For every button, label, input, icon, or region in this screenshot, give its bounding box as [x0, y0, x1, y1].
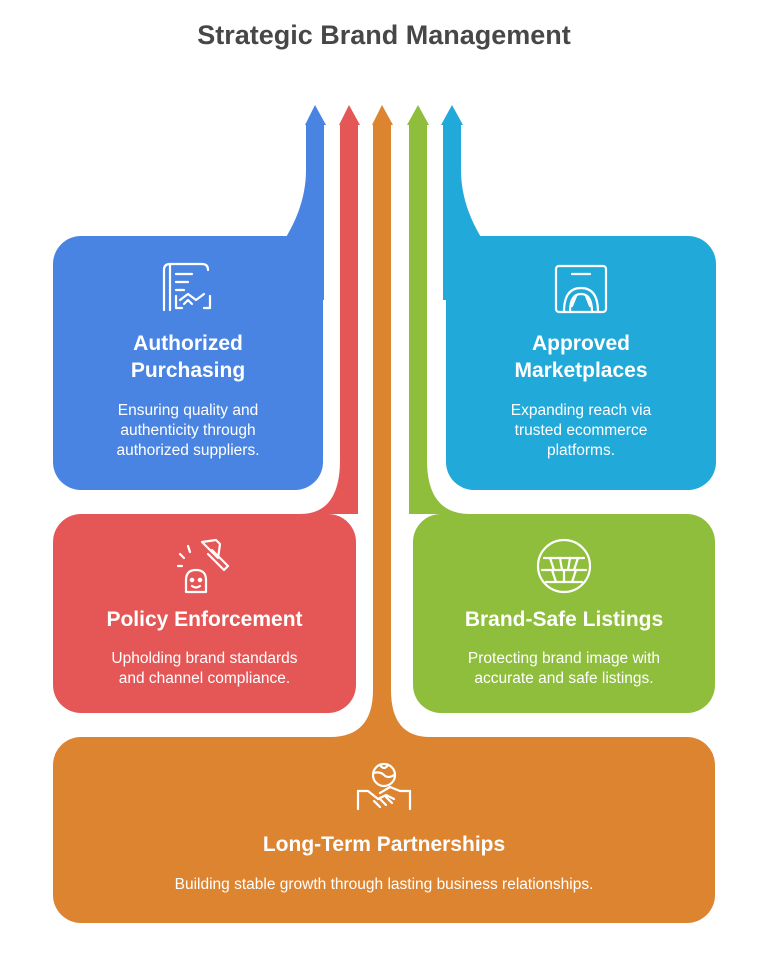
- card-approved-marketplaces: Approved Marketplaces Expanding reach vi…: [446, 236, 716, 490]
- card-description: Upholding brand standards and channel co…: [111, 650, 298, 687]
- card-brand-safe-listings: Brand-Safe Listings Protecting brand ima…: [413, 514, 715, 713]
- card-description: Expanding reach via trusted ecommerce pl…: [510, 402, 652, 459]
- card-policy-enforcement: Policy Enforcement Upholding brand stand…: [53, 514, 356, 713]
- red-arrow-stem: [300, 124, 358, 514]
- orange-arrow-head: [372, 105, 393, 125]
- card-title: Brand-Safe Listings: [464, 608, 664, 631]
- orange-arrow-stem: [330, 124, 430, 737]
- shopping-bag-icon: [446, 262, 716, 316]
- card-title: Policy Enforcement: [106, 608, 303, 631]
- card-title: Approved Marketplaces: [514, 332, 648, 382]
- blue-arrow-head: [305, 105, 326, 125]
- card-title: Authorized Purchasing: [130, 332, 246, 382]
- card-description: Ensuring quality and authenticity throug…: [116, 402, 260, 459]
- card-long-term-partnerships: Long-Term Partnerships Building stable g…: [53, 737, 715, 923]
- green-arrow-head: [407, 105, 429, 125]
- store-shelf-icon: [413, 536, 715, 596]
- gavel-icon: [53, 536, 356, 594]
- card-description: Building stable growth through lasting b…: [174, 876, 594, 893]
- card-title: Long-Term Partnerships: [262, 833, 506, 856]
- global-handshake-icon: [53, 761, 715, 817]
- card-authorized-purchasing: Authorized Purchasing Ensuring quality a…: [53, 236, 323, 490]
- green-arrow-stem: [409, 124, 470, 514]
- contract-handshake-icon: [53, 260, 323, 316]
- page-title: Strategic Brand Management: [197, 20, 571, 50]
- red-arrow-head: [339, 105, 360, 125]
- cyan-arrow-head: [441, 105, 463, 125]
- card-description: Protecting brand image with accurate and…: [467, 650, 661, 687]
